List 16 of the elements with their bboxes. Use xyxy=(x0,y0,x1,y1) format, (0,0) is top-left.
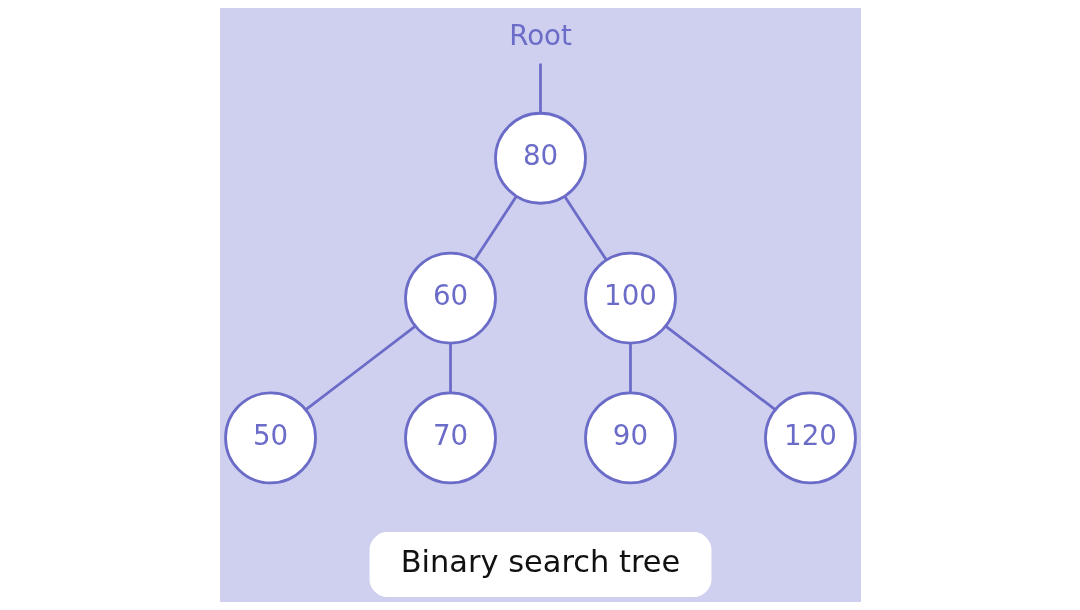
connector xyxy=(448,343,452,393)
node-box: Binary search tree xyxy=(369,532,711,598)
connector xyxy=(628,343,632,393)
node-circle: 90 xyxy=(583,391,677,485)
node-circle: 120 xyxy=(763,391,857,485)
connector xyxy=(664,325,776,411)
connector xyxy=(473,195,518,261)
node-circle: 80 xyxy=(493,111,587,205)
connector xyxy=(562,195,607,261)
node-circle: 60 xyxy=(403,251,497,345)
connector xyxy=(304,325,416,411)
node-circle: 100 xyxy=(583,251,677,345)
node-text: Root xyxy=(508,19,572,53)
connector xyxy=(538,63,542,113)
node-circle: 50 xyxy=(223,391,317,485)
node-circle: 70 xyxy=(403,391,497,485)
